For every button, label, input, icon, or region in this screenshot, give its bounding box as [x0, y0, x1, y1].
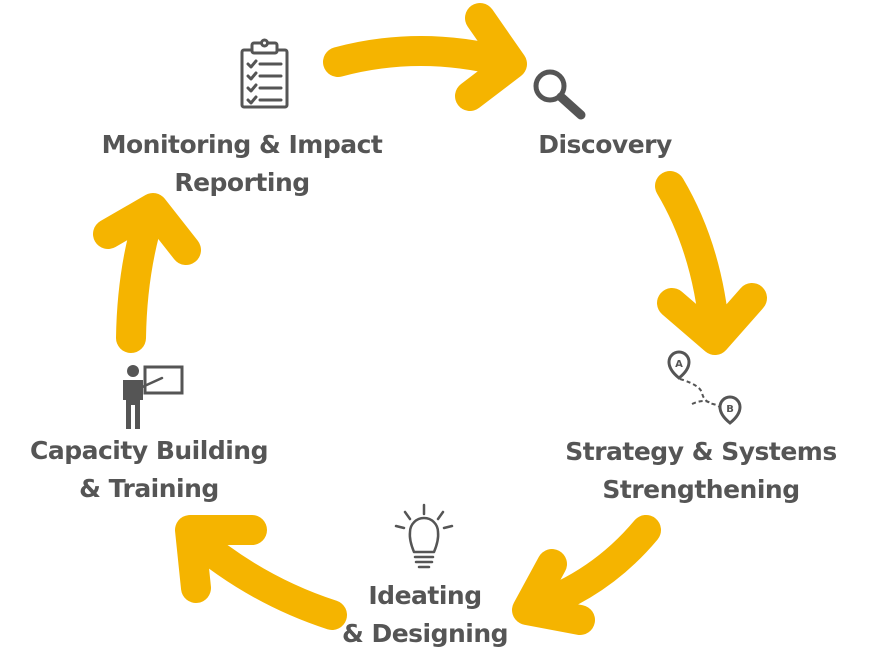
- route-marker-a: A: [675, 359, 683, 370]
- arrow-head-ideating: [512, 549, 595, 635]
- step-monitoring-line-1: Monitoring & Impact: [101, 130, 383, 159]
- step-strategy-label: Strategy & Systems Strengthening: [556, 433, 846, 509]
- arrow-head-discovery: [455, 3, 527, 111]
- route-pin-a: [667, 350, 691, 380]
- magnifier-icon: [533, 69, 586, 120]
- step-capacity-line-1: Capacity Building: [30, 436, 268, 465]
- route-a-to-b-icon: [667, 350, 742, 425]
- step-strategy-line-2: Strengthening: [602, 475, 800, 504]
- arrow-ideating-to-capacity: [177, 521, 347, 630]
- step-ideating-label: Ideating & Designing: [325, 577, 525, 653]
- arrow-head-monitoring: [93, 193, 201, 265]
- step-ideating-line-1: Ideating: [368, 581, 482, 610]
- arrow-head-capacity: [175, 515, 267, 603]
- arrow-monitoring-to-discovery: [323, 36, 520, 77]
- step-discovery-line-1: Discovery: [538, 130, 672, 159]
- presenter-icon: [123, 365, 184, 429]
- arrow-discovery-to-strategy: [655, 171, 730, 350]
- clipboard-checklist-icon: [240, 38, 289, 109]
- step-discovery-label: Discovery: [530, 126, 680, 164]
- step-strategy-line-1: Strategy & Systems: [565, 437, 837, 466]
- route-pin-b: [718, 395, 742, 425]
- arrow-head-strategy: [657, 283, 767, 355]
- step-ideating-line-2: & Designing: [341, 619, 509, 648]
- arrow-group: [93, 3, 767, 635]
- step-monitoring-label: Monitoring & Impact Reporting: [92, 126, 392, 202]
- step-capacity-label: Capacity Building & Training: [18, 432, 280, 508]
- route-marker-b: B: [726, 404, 734, 415]
- step-capacity-line-2: & Training: [79, 474, 219, 503]
- step-monitoring-line-2: Reporting: [174, 168, 310, 197]
- lightbulb-icon: [394, 503, 454, 569]
